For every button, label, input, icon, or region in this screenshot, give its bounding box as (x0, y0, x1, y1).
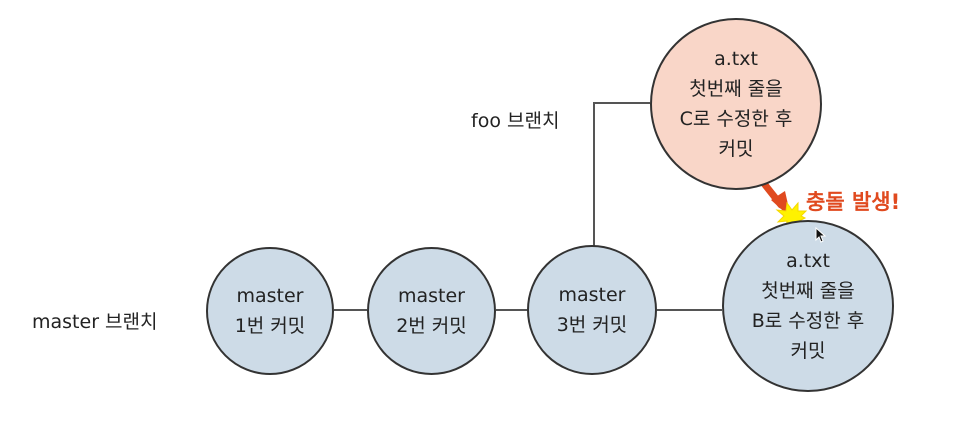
mouse-pointer-icon (815, 227, 827, 243)
node-text-line: 1번 커밋 (234, 315, 306, 337)
conflict-label: 충돌 발생! (806, 190, 901, 214)
master-branch-label: master 브랜치 (32, 311, 158, 333)
master-modified-commit: a.txt 첫번째 줄을 B로 수정한 후 커밋 (722, 220, 894, 392)
node-text-line: 커밋 (790, 340, 826, 362)
node-text-line: master (558, 284, 626, 306)
node-text-line: B로 수정한 후 (751, 310, 865, 332)
node-text-line: C로 수정한 후 (679, 108, 793, 130)
node-text-line: master (397, 285, 465, 307)
foo-modified-commit: a.txt 첫번째 줄을 C로 수정한 후 커밋 (650, 18, 822, 190)
node-text-line: 첫번째 줄을 (761, 280, 855, 302)
node-text-line: master (236, 285, 304, 307)
connector-commit3-foo-branch (593, 102, 650, 246)
foo-branch-label: foo 브랜치 (471, 110, 560, 132)
node-text-line: 2번 커밋 (396, 315, 467, 337)
master-commit-2: master 2번 커밋 (367, 247, 496, 375)
node-text-line: 커밋 (718, 138, 754, 160)
node-text-line: 3번 커밋 (556, 314, 628, 336)
master-commit-1: master 1번 커밋 (206, 247, 334, 375)
node-text-line: a.txt (786, 250, 830, 272)
node-text-line: a.txt (714, 48, 758, 70)
master-commit-3: master 3번 커밋 (527, 245, 657, 375)
node-text-line: 첫번째 줄을 (689, 78, 783, 100)
